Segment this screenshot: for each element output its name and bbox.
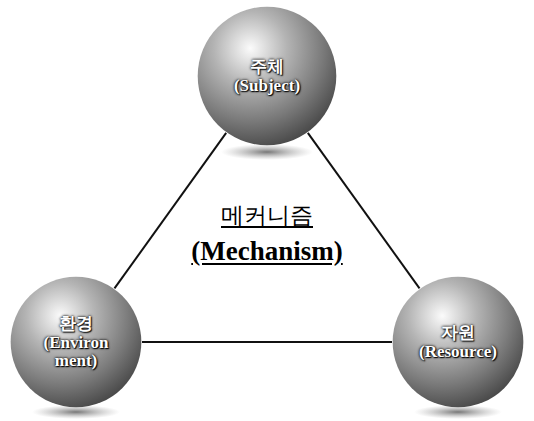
- node-title-ko: 환경: [59, 314, 93, 334]
- connector-line: [142, 341, 392, 343]
- sphere-shadow: [221, 144, 313, 160]
- sphere-circle: [393, 277, 524, 408]
- sphere-circle: [198, 7, 337, 146]
- mechanism-title-ko: 메커니즘: [218, 200, 316, 231]
- mechanism-title-en: (Mechanism): [188, 236, 345, 267]
- sphere-node: 자원(Resource): [392, 276, 524, 408]
- triangle-line: [142, 342, 392, 343]
- node-title-en: (Environ ment): [23, 333, 129, 370]
- sphere-circle: [11, 277, 142, 408]
- node-title-ko: 자원: [441, 323, 475, 343]
- sphere-text-group: 주체(Subject): [211, 57, 323, 95]
- sphere-node: 환경(Environ ment): [10, 276, 142, 408]
- sphere-text-group: 환경(Environ ment): [23, 314, 129, 371]
- sphere-text-group: 자원(Resource): [405, 323, 511, 361]
- sphere-node: 주체(Subject): [197, 6, 337, 146]
- node-title-en: (Subject): [234, 76, 300, 95]
- node-title-en: (Resource): [419, 342, 497, 361]
- node-title-ko: 주체: [250, 57, 284, 77]
